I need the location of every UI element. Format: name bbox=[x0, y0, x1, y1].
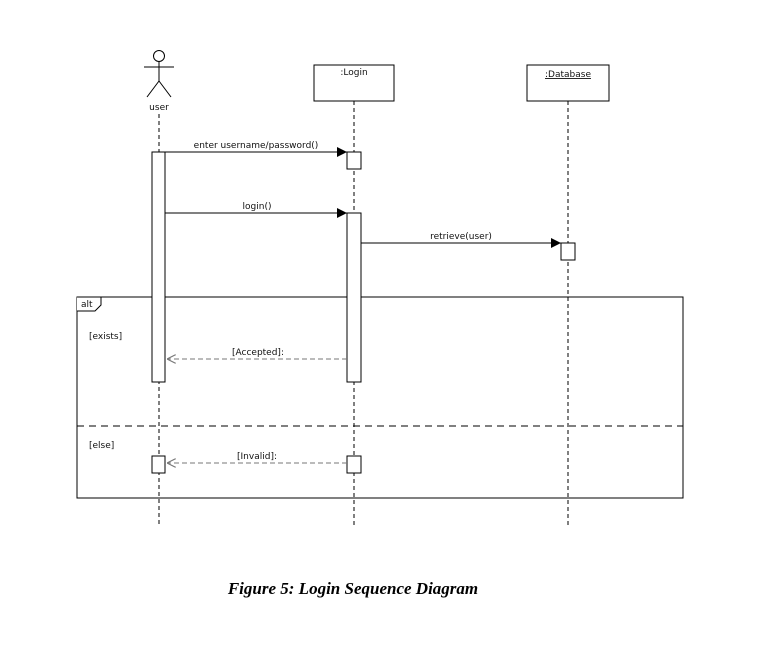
actor-right-leg bbox=[158, 80, 172, 98]
message-label-3: retrieve(user) bbox=[430, 232, 492, 242]
actor-left-leg bbox=[146, 80, 160, 98]
actor-head-icon bbox=[153, 50, 165, 62]
participant-login: :Login bbox=[313, 64, 395, 102]
return-label-accepted: [Accepted]: bbox=[232, 348, 284, 358]
message-label-2: login() bbox=[243, 202, 272, 212]
activation-user-else bbox=[151, 455, 166, 474]
login-label: :Login bbox=[340, 68, 367, 78]
actor-label: user bbox=[149, 103, 169, 113]
message-label-1: enter username/password() bbox=[194, 141, 319, 151]
alt-frame bbox=[76, 296, 684, 499]
activation-database bbox=[560, 242, 576, 261]
login-box bbox=[313, 64, 395, 102]
actor-user: user bbox=[144, 50, 174, 113]
participant-database: :Database bbox=[526, 64, 610, 102]
database-label: :Database bbox=[545, 70, 591, 80]
return-label-invalid: [Invalid]: bbox=[237, 452, 277, 462]
activation-user-main bbox=[151, 151, 166, 383]
alt-fragment: alt [exists] [else] bbox=[76, 296, 684, 499]
alt-tab bbox=[77, 296, 102, 312]
activation-login-else bbox=[346, 455, 362, 474]
activation-login-1 bbox=[346, 151, 362, 170]
figure-caption: Figure 5: Login Sequence Diagram bbox=[227, 579, 478, 598]
guard-exists: [exists] bbox=[89, 332, 122, 342]
alt-operator-label: alt bbox=[81, 300, 93, 310]
activation-login-2 bbox=[346, 212, 362, 383]
guard-else: [else] bbox=[89, 441, 114, 451]
database-box bbox=[526, 64, 610, 102]
